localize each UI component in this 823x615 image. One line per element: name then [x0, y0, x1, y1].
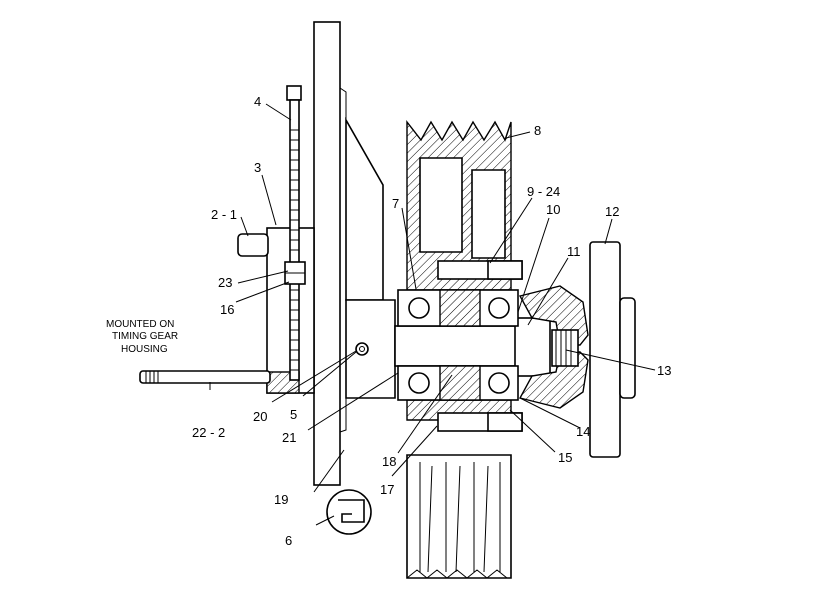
- shaft: [394, 317, 551, 377]
- callout-5: 5: [290, 407, 297, 422]
- leader-lines: [209, 103, 656, 526]
- bearings: [397, 289, 519, 401]
- callout-15: 15: [558, 450, 572, 465]
- callout-23: 23: [218, 275, 232, 290]
- callout-12: 12: [605, 204, 619, 219]
- callout-22-2: 22 - 2: [192, 425, 225, 440]
- callout-9-24: 9 - 24: [527, 184, 560, 199]
- callout-16: 16: [220, 302, 234, 317]
- callout-2-1: 2 - 1: [211, 207, 237, 222]
- long-bolt: [139, 370, 271, 384]
- callout-18: 18: [382, 454, 396, 469]
- note-line-2: TIMING GEAR: [112, 331, 178, 342]
- callout-17: 17: [380, 482, 394, 497]
- callout-21: 21: [282, 430, 296, 445]
- callout-8: 8: [534, 123, 541, 138]
- mounting-plate: [313, 21, 347, 486]
- adapter-plate: [345, 116, 396, 399]
- callout-11: 11: [567, 244, 581, 259]
- mounting-note: MOUNTED ON TIMING GEAR HOUSING: [106, 319, 178, 355]
- callout-6: 6: [285, 533, 292, 548]
- pulley: [406, 119, 512, 579]
- note-line-1: MOUNTED ON: [106, 319, 174, 330]
- callout-7: 7: [392, 196, 399, 211]
- callout-13: 13: [657, 363, 671, 378]
- callout-14: 14: [576, 424, 590, 439]
- callout-20: 20: [253, 409, 267, 424]
- pulley-bolts: [437, 260, 523, 432]
- callout-10: 10: [546, 202, 560, 217]
- center-nut: [551, 329, 579, 367]
- pin: [355, 342, 369, 356]
- note-line-3: HOUSING: [121, 344, 168, 355]
- clip-detail: [326, 489, 372, 535]
- callout-labels: 2 - 1 22 - 2 3 4 5 6 7 8 9 - 24 10 11 12…: [192, 94, 671, 548]
- callout-19: 19: [274, 492, 288, 507]
- puller-bracket: [237, 227, 315, 394]
- callout-3: 3: [254, 160, 261, 175]
- forcing-screw: [284, 85, 306, 381]
- callout-4: 4: [254, 94, 261, 109]
- flange: [589, 241, 636, 458]
